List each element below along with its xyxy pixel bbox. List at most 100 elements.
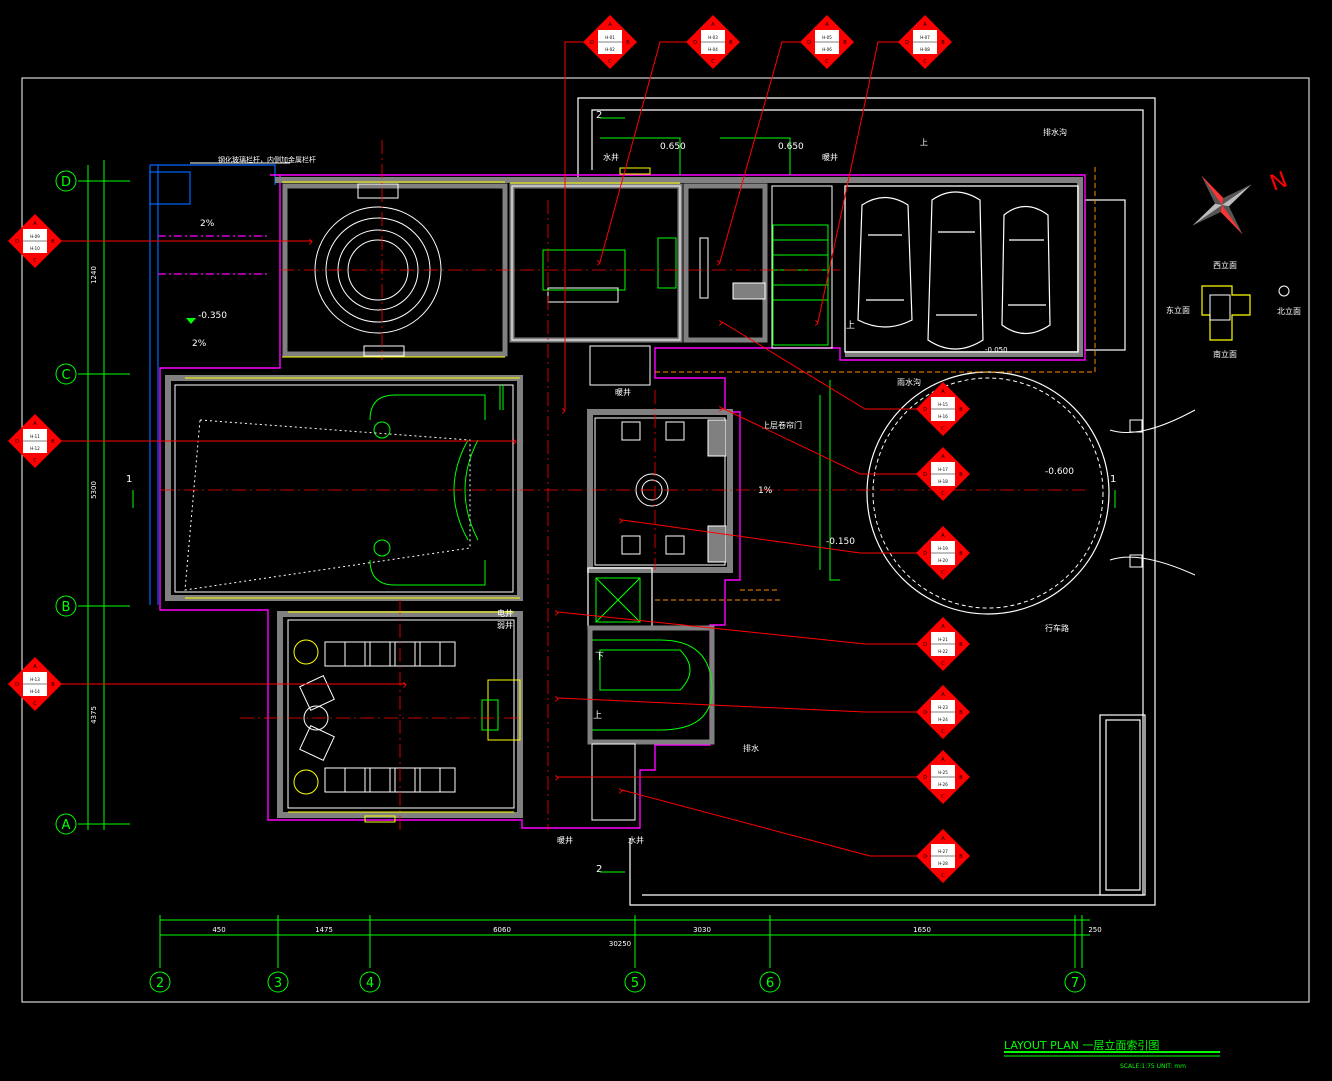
index-leader-10 [621, 519, 920, 554]
index-letter-top: A [33, 664, 37, 670]
index-code-bottom: H-24 [938, 717, 948, 722]
index-letter-top: A [33, 221, 37, 227]
yard-outline [149, 164, 276, 605]
index-letter-bottom: C [941, 570, 945, 576]
index-code-bottom: H-16 [938, 414, 948, 419]
grid-label-y4: A [62, 818, 71, 833]
water-well-label-2: 水井 [628, 835, 644, 845]
grid-label-y3: B [62, 600, 71, 615]
axis-lines [160, 140, 1085, 830]
index-code-top: H-05 [822, 35, 832, 40]
electric-well-label: 电井 [497, 608, 513, 618]
roof-outline [655, 165, 1096, 601]
weak-well-label: 弱井 [497, 620, 513, 630]
slope-1: 2% [200, 219, 215, 229]
index-leader-3 [719, 41, 806, 263]
index-code-top: H-01 [605, 35, 615, 40]
key-plan-east: 东立面 [1166, 305, 1190, 315]
index-code-top: H-03 [708, 35, 718, 40]
key-plan-west: 西立面 [1213, 260, 1237, 270]
key-plan: 西立面 东立面 北立面 南立面 [1166, 260, 1301, 359]
index-letter-right: B [626, 40, 630, 46]
index-letter-right: B [959, 775, 963, 781]
index-letter-left: D [923, 551, 927, 557]
index-arrow-icon: › [561, 403, 567, 419]
index-letter-left: D [923, 775, 927, 781]
glass-rail-note: 钢化玻璃栏杆，内侧加金属栏杆 [218, 155, 316, 164]
index-letter-top: A [608, 22, 612, 28]
drain-label: 雨水沟 [897, 377, 921, 387]
section-mark-right: 1 [1110, 474, 1116, 485]
heating-well-label-1: 暖井 [822, 152, 838, 162]
slope-3: 1% [758, 486, 773, 496]
index-arrow-icon: › [814, 315, 820, 331]
grid-label-y1: D [61, 175, 71, 190]
key-plan-south: 南立面 [1213, 349, 1237, 359]
grid-bubble-y1: D [55, 170, 77, 192]
grid-label-x4: 5 [631, 976, 639, 991]
grid-bubble-y2: C [55, 363, 77, 385]
level-0350: -0.350 [198, 311, 227, 321]
index-arrow-icon: › [718, 401, 724, 417]
drain2-label: 排水 [743, 743, 759, 753]
index-code-top: H-17 [938, 467, 948, 472]
index-letter-left: D [15, 682, 19, 688]
grid-lines [78, 160, 1090, 968]
heating-well-label-2: 暖井 [615, 387, 631, 397]
index-code-bottom: H-06 [822, 47, 832, 52]
index-arrow-icon: › [596, 255, 602, 271]
index-letter-right: B [959, 710, 963, 716]
index-arrow-icon: › [618, 513, 624, 529]
index-code-bottom: H-20 [938, 558, 948, 563]
index-letter-top: A [923, 22, 927, 28]
up-label-garage: 上 [846, 320, 855, 331]
level-0600: -0.600 [1045, 467, 1074, 477]
index-letter-left: D [590, 40, 594, 46]
grid-label-x6: 7 [1071, 976, 1079, 991]
drawing-scale: SCALE:1:75 UNIT: mm [1120, 1063, 1186, 1070]
section-mark-bottom: 2 [596, 864, 602, 875]
index-letter-bottom: C [941, 661, 945, 667]
index-leader-11 [557, 611, 920, 645]
index-letter-right: B [51, 682, 55, 688]
section-mark-top: 2 [596, 110, 602, 121]
water-well-label: 水井 [603, 152, 619, 162]
index-letter-bottom: C [33, 258, 37, 264]
index-letter-bottom: C [941, 491, 945, 497]
interior-furniture [184, 183, 829, 795]
index-code-top: H-07 [920, 35, 930, 40]
heating-well-label-3: 暖井 [557, 835, 573, 845]
grid-label-x3: 4 [366, 976, 374, 991]
index-code-top: H-13 [30, 677, 40, 682]
index-letter-top: A [825, 22, 829, 28]
index-letter-left: D [923, 854, 927, 860]
index-letter-right: B [959, 472, 963, 478]
index-letter-right: B [959, 551, 963, 557]
driveway [866, 371, 1196, 615]
index-code-top: H-11 [30, 434, 40, 439]
index-leader-12 [557, 697, 920, 713]
dim-left-1: 1240 [90, 266, 98, 284]
index-letter-left: D [905, 40, 909, 46]
compass-letter: N [1267, 167, 1291, 196]
down-label: 下 [595, 652, 604, 662]
level-0150: -0.150 [826, 537, 855, 547]
index-leader-4 [817, 41, 903, 323]
index-code-bottom: H-02 [605, 47, 615, 52]
index-code-bottom: H-22 [938, 649, 948, 654]
green-trims [499, 137, 840, 581]
index-letter-right: B [959, 854, 963, 860]
grid-bubble-x5: 6 [759, 971, 781, 993]
index-letter-right: B [959, 642, 963, 648]
level-0650a: 0.650 [660, 142, 686, 152]
dimension-texts: 450 1475 6060 3030 1650 250 30250 1240 5… [90, 266, 1102, 948]
index-letter-right: B [729, 40, 733, 46]
